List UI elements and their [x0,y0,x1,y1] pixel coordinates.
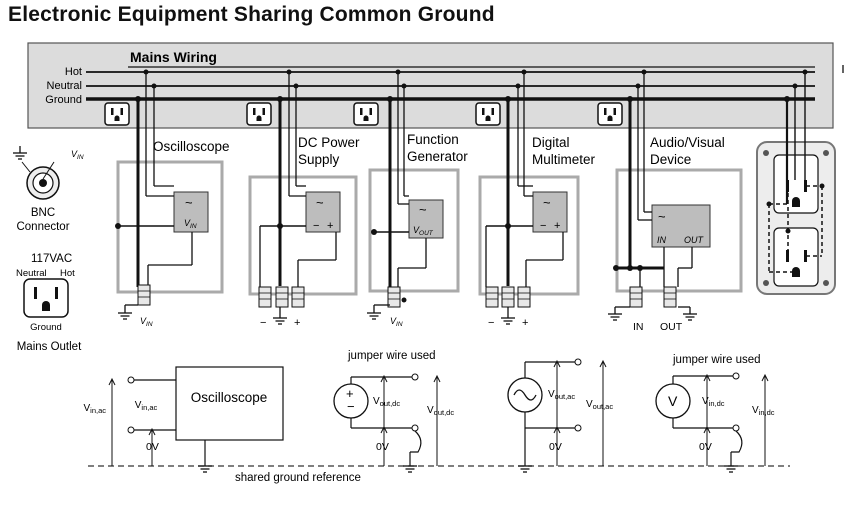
svg-text:~: ~ [543,195,551,210]
av-device-instrument: Audio/Visual Device ~ IN OUT IN OUT [607,69,743,333]
shared-ground-label: shared ground reference [235,472,361,484]
svg-text:VIN: VIN [184,218,197,230]
bnc-label-1: BNC [31,207,55,219]
panel-outlet-5 [597,102,623,126]
svg-text:+: + [554,220,560,232]
svg-text:Vout,ac: Vout,ac [548,389,575,401]
svg-text:+: + [522,317,528,329]
bnc-connector-legend: BNCVIN BNC Connector [12,146,84,233]
svg-text:VIN: VIN [390,316,403,328]
panel-outlet-4 [475,102,501,126]
legend-neutral: Neutral [16,268,47,279]
bnc-label-2: Connector [16,221,69,233]
svg-text:V: V [668,393,678,409]
panel-outlet-3 [353,102,379,126]
svg-text:Vout,dc: Vout,dc [427,405,454,417]
jumper-label-1: jumper wire used [347,350,436,362]
svg-text:OUT: OUT [684,235,705,245]
svg-text:Vin,ac: Vin,ac [83,403,106,415]
svg-text:Vout,ac: Vout,ac [586,399,613,411]
digital-multimeter-instrument: Digital Multimeter ~ − + − + [478,69,596,329]
legend-ground: Ground [30,322,62,333]
svg-text:OUT: OUT [660,321,683,333]
scope-schematic-label: Oscilloscope [191,390,268,405]
svg-text:V: V [112,420,119,431]
multimeter-label-1: Digital [532,135,570,150]
av-label-1: Audio/Visual [650,135,725,150]
bottom-schematic: shared ground reference Oscilloscope Vin… [83,350,790,484]
av-label-2: Device [650,152,691,167]
svg-text:0V: 0V [549,441,562,453]
dc-power-label-1: DC Power [298,135,360,150]
svg-text:0V: 0V [376,441,389,453]
panel-outlet-1 [104,102,130,126]
panel-outlet-2 [246,102,272,126]
multimeter-label-2: Multimeter [532,152,596,167]
svg-text:−: − [488,317,494,329]
svg-text:−: − [313,220,319,232]
svg-text:~: ~ [316,195,324,210]
svg-text:~: ~ [419,202,427,217]
mains-outlet-label: Mains Outlet [17,341,82,353]
svg-text:+: + [327,220,333,232]
oscilloscope-label: Oscilloscope [153,139,230,154]
svg-text:Vin,dc: Vin,dc [752,405,775,417]
dc-power-supply-instrument: DC Power Supply ~ − + − + [248,69,360,329]
svg-text:0V: 0V [146,441,159,453]
svg-text:+: + [346,386,354,401]
svg-text:−: − [260,317,266,329]
dc-power-label-2: Supply [298,152,340,167]
tilde-symbol: ~ [185,195,193,210]
svg-text:Vin,ac: Vin,ac [135,400,158,412]
function-generator-instrument: Function Generator ~ VOUT VIN [366,69,468,328]
svg-text:VOUT: VOUT [413,225,434,237]
svg-text:~: ~ [658,209,666,224]
svg-text:0V: 0V [699,441,712,453]
svg-text:−: − [540,220,546,232]
page-title: Electronic Equipment Sharing Common Grou… [8,3,495,26]
mains-outlet-legend: 117VAC Neutral Hot Ground Mains Outlet [16,253,82,353]
mains-wiring-panel: Mains Wiring Hot Neutral Ground [27,42,834,129]
function-gen-label-1: Function [407,132,459,147]
mains-wiring-label: Mains Wiring [130,49,217,65]
function-gen-label-2: Generator [407,149,468,164]
svg-text:IN: IN [657,235,667,245]
hot-label: Hot [65,66,82,78]
svg-text:Vin,dc: Vin,dc [702,396,725,408]
svg-text:−: − [347,399,355,414]
wall-outlet-panel [756,65,844,295]
ground-label: Ground [45,94,82,106]
legend-hot: Hot [60,268,75,279]
jumper-label-2: jumper wire used [672,354,761,366]
svg-text:VIN: VIN [140,316,153,328]
svg-text:+: + [294,317,300,329]
voltage-label: 117VAC [31,253,72,265]
svg-text:IN: IN [633,321,644,333]
svg-text:Vout,dc: Vout,dc [373,396,400,408]
neutral-label: Neutral [47,80,82,92]
oscilloscope-instrument: Oscilloscope ~ VIN VIN [115,69,230,328]
svg-text:BNCVIN: BNCVIN [52,149,84,161]
